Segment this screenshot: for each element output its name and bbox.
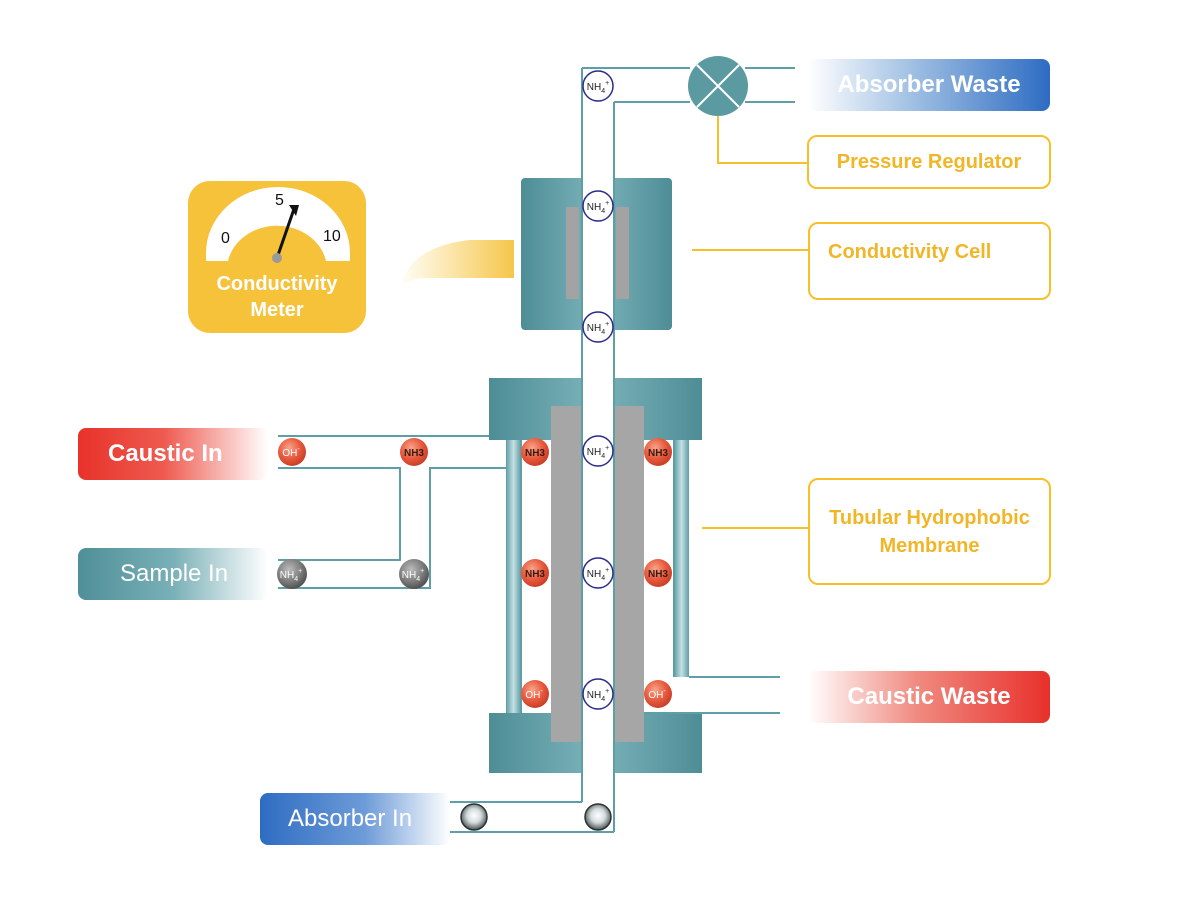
signal-glow (402, 240, 514, 285)
ammonium-ion-membrane-1: NH4+ (582, 435, 614, 467)
ammonium-ion-sample-2: NH4+ (399, 559, 429, 589)
svg-text:NH3: NH3 (525, 448, 545, 459)
ammonium-ion-sample-1: NH4+ (277, 559, 307, 589)
hydroxide-ion-jacket-right: OH- (644, 680, 672, 708)
meter-title: Conductivity Meter (188, 271, 366, 323)
meter-scale-arc (206, 187, 350, 261)
ammonium-ion-membrane-3: NH4+ (582, 678, 614, 710)
ammonia-particle-inlet: NH3 (400, 438, 428, 466)
ammonia-particle-jacket-right-1: NH3 (644, 438, 672, 466)
meter-dial: 0 5 10 (206, 187, 350, 263)
ammonia-particle-jacket-right-2: NH3 (644, 559, 672, 587)
svg-text:NH4+: NH4+ (280, 568, 302, 583)
svg-text:NH3: NH3 (525, 569, 545, 580)
svg-text:NH4+: NH4+ (587, 321, 609, 336)
absorber-bubble-2 (584, 803, 612, 831)
meter-title-line2: Meter (250, 299, 304, 321)
meter-scale-max: 10 (323, 228, 341, 245)
ammonium-ion-cell-lower: NH4+ (582, 311, 614, 343)
absorber-in-label: Absorber In (260, 793, 450, 845)
conductivity-meter: 0 5 10 Conductivity Meter (188, 181, 366, 333)
meter-needle-tip (289, 205, 299, 216)
hydroxide-ion-inlet: OH- (278, 438, 306, 466)
absorber-waste-label: Absorber Waste (808, 59, 1050, 111)
membrane-left (551, 406, 582, 742)
sample-line (278, 467, 506, 589)
membrane-right (613, 406, 644, 742)
electrode-left (566, 207, 579, 299)
ammonia-particle-jacket-left-2: NH3 (521, 559, 549, 587)
pressure-regulator-valve (688, 56, 748, 116)
absorber-bubble-1 (460, 803, 488, 831)
caustic-in-label: Caustic In (78, 428, 268, 480)
svg-text:OH-: OH- (282, 446, 300, 459)
svg-text:NH3: NH3 (648, 448, 668, 459)
conductivity-cell-label: Conductivity Cell (808, 222, 1051, 300)
pressure-regulator-leader (717, 116, 808, 164)
meter-scale-mid: 5 (275, 192, 284, 209)
svg-text:OH-: OH- (525, 688, 543, 701)
caustic-loop-line (278, 467, 401, 561)
svg-text:OH-: OH- (648, 688, 666, 701)
svg-text:NH4+: NH4+ (587, 80, 609, 95)
hydroxide-ion-jacket-left: OH- (521, 680, 549, 708)
meter-needle (275, 208, 296, 259)
svg-text:NH4+: NH4+ (402, 568, 424, 583)
svg-text:NH3: NH3 (648, 569, 668, 580)
svg-text:NH3: NH3 (404, 448, 424, 459)
svg-text:NH4+: NH4+ (587, 200, 609, 215)
meter-pivot (272, 253, 282, 263)
ammonia-particle-jacket-left-1: NH3 (521, 438, 549, 466)
svg-text:NH4+: NH4+ (587, 567, 609, 582)
svg-text:NH4+: NH4+ (587, 445, 609, 460)
caustic-waste-label: Caustic Waste (808, 671, 1050, 723)
meter-title-line1: Conductivity (216, 273, 338, 295)
jacket-right-wall (674, 440, 689, 677)
ammonium-ion-top: NH4+ (582, 70, 614, 102)
ammonium-ion-cell-upper: NH4+ (582, 190, 614, 222)
pressure-regulator-label: Pressure Regulator (807, 135, 1051, 189)
ammonium-ion-membrane-2: NH4+ (582, 557, 614, 589)
membrane-label: Tubular Hydrophobic Membrane (808, 478, 1051, 585)
meter-scale-min: 0 (221, 230, 230, 247)
sample-in-label: Sample In (78, 548, 268, 600)
jacket-left-wall (506, 440, 521, 713)
electrode-right (616, 207, 629, 299)
svg-text:NH4+: NH4+ (587, 688, 609, 703)
